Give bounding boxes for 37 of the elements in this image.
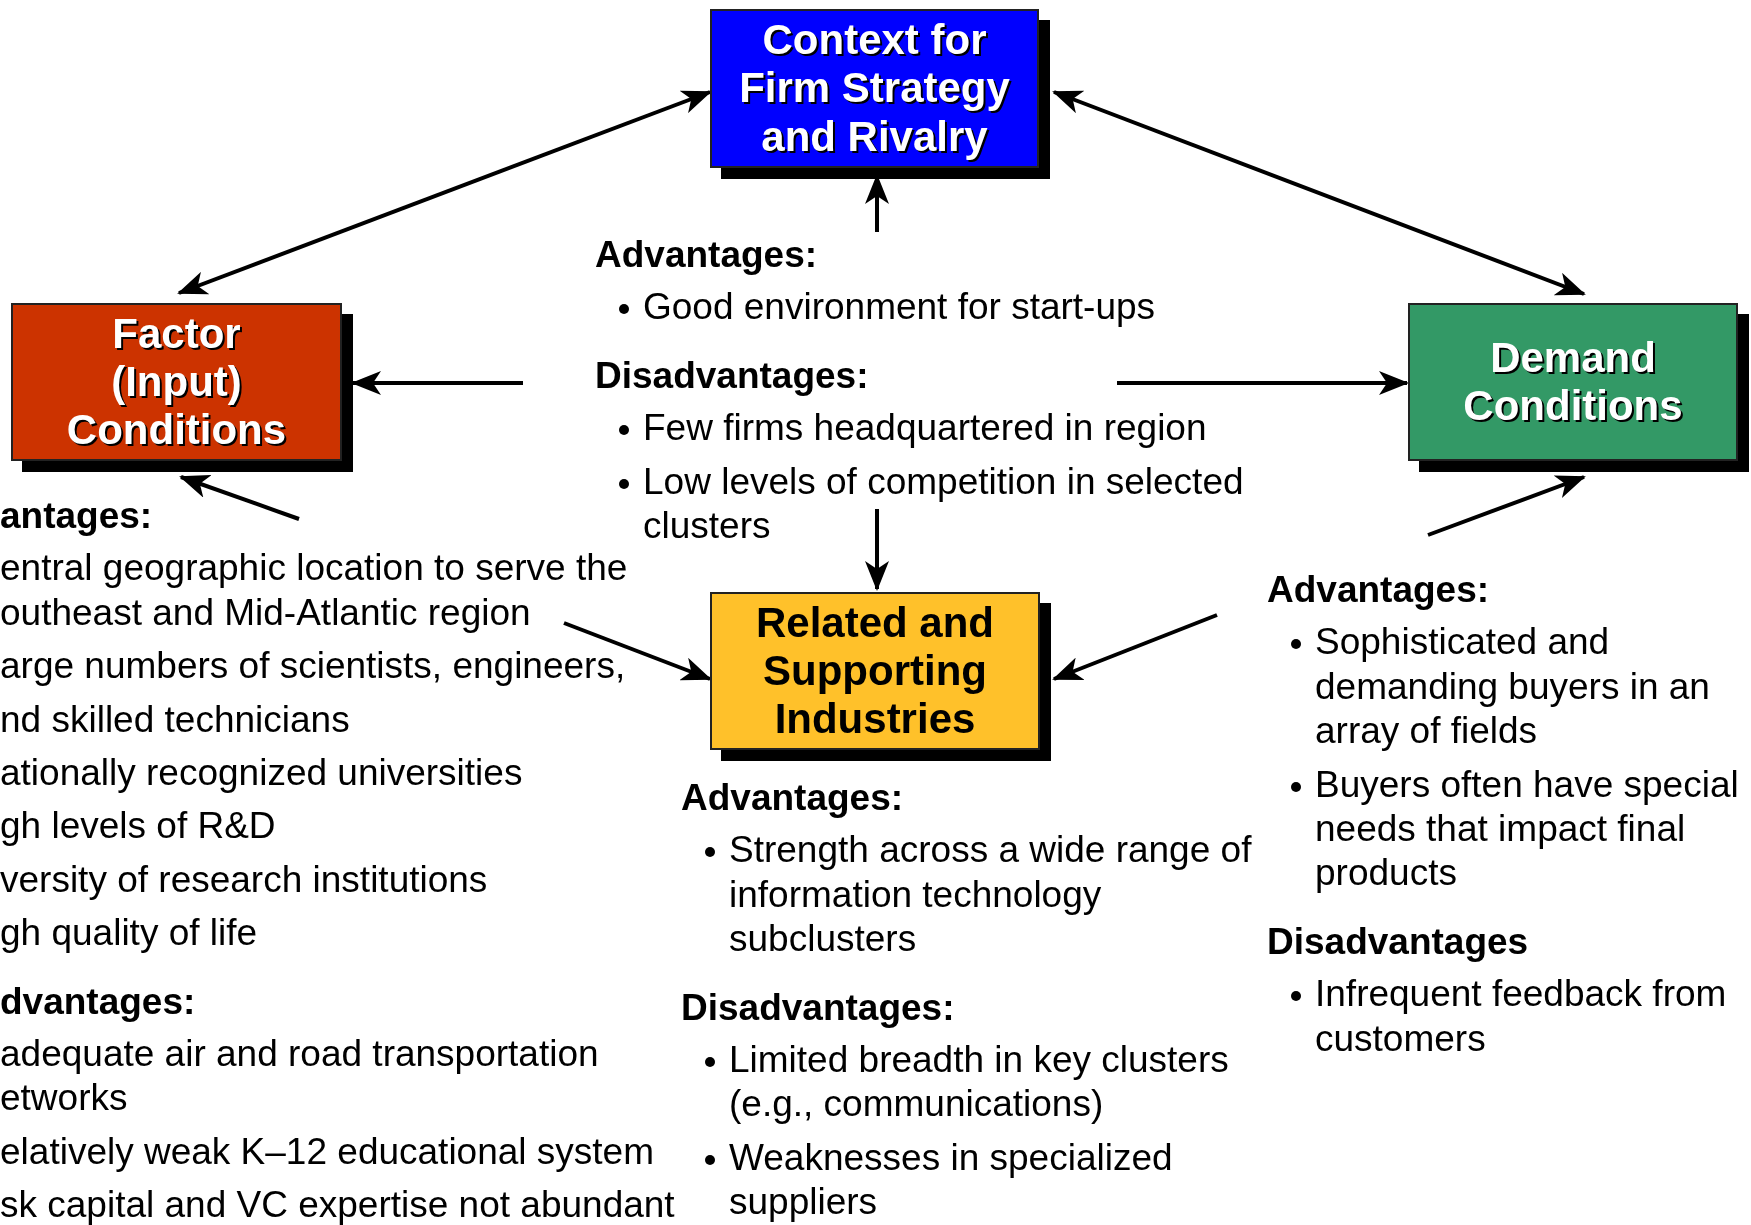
arrow	[351, 371, 523, 395]
list-text: sk capital and VC expertise not abundant	[0, 1183, 676, 1225]
list-text: Good environment for start-ups	[595, 285, 1255, 330]
list-text: elatively weak K–12 educational system	[0, 1129, 656, 1174]
list-text: arge numbers of scientists, engineers,	[0, 644, 627, 689]
arrow	[177, 90, 712, 295]
arrow	[563, 621, 712, 681]
list-text: Weaknesses in specialized suppliers	[681, 1135, 1266, 1225]
section-heading: dvantages:	[0, 979, 197, 1024]
list-text: Buyers often have special needs that impact final products	[1267, 762, 1751, 896]
list-text: ationally recognized universities	[0, 750, 524, 795]
list-text: Low levels of competition in selected clusters	[595, 459, 1255, 549]
box-title: Demand Conditions	[1462, 333, 1684, 431]
section-heading: Disadvantages:	[681, 985, 956, 1030]
box-title: Related and Supporting Industries	[754, 598, 996, 744]
list-text: Limited breadth in key clusters (e.g., communications)	[681, 1037, 1266, 1127]
list-text: versity of research institutions	[0, 857, 489, 902]
arrow	[179, 475, 300, 521]
arrow	[1427, 475, 1586, 537]
list-text: Sophisticated and demanding buyers in an array of fields	[1267, 620, 1751, 754]
box-title: Context for Firm Strategy and Rivalry	[738, 16, 1011, 161]
section-heading: Advantages:	[681, 776, 905, 820]
arrow	[1117, 371, 1409, 395]
arrow	[1052, 90, 1586, 296]
list-text: gh quality of life	[0, 911, 259, 956]
arrow	[865, 509, 889, 591]
section-heading: Disadvantages	[1267, 919, 1530, 964]
section-heading: Disadvantages:	[595, 353, 870, 398]
list-text: Infrequent feedback from customers	[1267, 972, 1751, 1061]
section-heading: Advantages:	[1267, 568, 1491, 612]
list-text: gh levels of R&D	[0, 804, 277, 849]
box-title: Factor (Input) Conditions	[65, 309, 288, 455]
section-heading: Advantages:	[595, 233, 819, 277]
list-text: nd skilled technicians	[0, 697, 351, 742]
list-text: Strength across a wide range of information technology subclusters	[681, 828, 1266, 962]
list-text: Few firms headquartered in region	[595, 406, 1255, 451]
arrow	[1052, 613, 1218, 681]
